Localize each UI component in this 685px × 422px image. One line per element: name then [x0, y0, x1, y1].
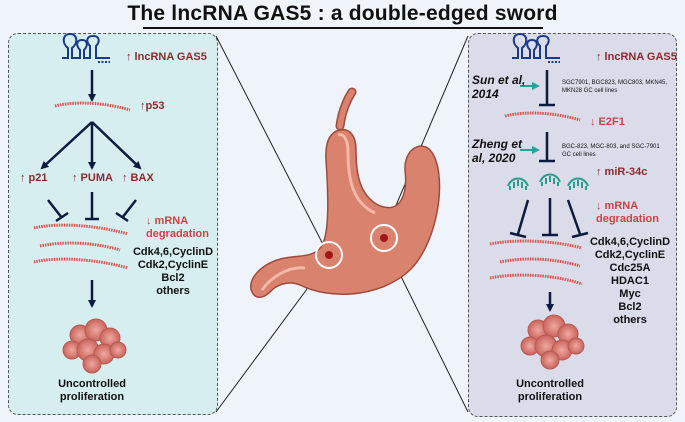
left-gene-list: Cdk4,6,CyclinD Cdk2,CyclinE Bcl2 others [130, 246, 216, 298]
left-gene-1: Cdk2,CyclinE [137, 259, 209, 271]
left-gene-2: Bcl2 [161, 272, 185, 284]
left-gas5-label: ↑ lncRNA GAS5 [126, 51, 207, 63]
right-mir34c-label: ↑ miR-34c [596, 166, 648, 178]
left-p21-label: ↑ p21 [20, 172, 48, 184]
inhibition-bars [47, 192, 137, 223]
citation-sun-line1: Sun et al, [472, 73, 526, 87]
right-mrna-label-2: degradation [596, 213, 659, 225]
cell-lines-2: BGC-823, MGC-803, and SGC-7901 GC cell l… [562, 143, 660, 159]
right-gas5-label: ↑ lncRNA GAS5 [596, 51, 677, 63]
citation-zheng: Zheng et al, 2020 [472, 137, 522, 165]
right-gene-0: Cdk4,6,CyclinD [589, 236, 671, 248]
citation-zheng-line2: al, 2020 [472, 151, 516, 165]
cell-lines-1: SGC7901, BGC823, MGC803, MKN45, MKN28 GC… [562, 79, 667, 95]
left-mrna-label-2: degradation [146, 228, 209, 240]
cell-lines-1-line1: SGC7901, BGC823, MGC803, MKN45, [562, 80, 668, 86]
right-gene-5: Bcl2 [618, 301, 642, 313]
stomach-icon [250, 87, 441, 298]
right-gene-list: Cdk4,6,CyclinD Cdk2,CyclinE Cdc25A HDAC1… [586, 236, 674, 327]
mrna-strand-icon [54, 101, 131, 112]
mrna-strand-icon [504, 111, 581, 122]
lncrna-hairpin-icon [62, 32, 110, 63]
left-p53-label: ↑p53 [140, 100, 165, 112]
left-mrna-label-1: ↓ mRNA [146, 215, 189, 227]
right-outcome: Uncontrolled proliferation [498, 378, 602, 404]
citation-sun: Sun et al, 2014 [472, 73, 525, 101]
right-outcome-line1: Uncontrolled [516, 378, 584, 390]
left-outcome: Uncontrolled proliferation [40, 378, 144, 404]
cell-lines-1-line2: MKN28 GC cell lines [562, 88, 618, 94]
title-underline [143, 27, 543, 29]
right-gene-3: HDAC1 [611, 275, 649, 287]
lncrna-hairpin-icon [512, 32, 560, 63]
cell-lines-2-line2: GC cell lines [562, 152, 596, 158]
inhibition-bars [509, 198, 589, 239]
citation-zheng-line1: Zheng et [472, 137, 522, 151]
left-outcome-line2: proliferation [59, 391, 125, 403]
left-outcome-line1: Uncontrolled [58, 378, 126, 390]
left-gene-0: Cdk4,6,CyclinD [132, 246, 214, 258]
figure-title: The lncRNA GAS5 : a double-edged sword [127, 2, 558, 25]
left-puma-label: ↑ PUMA [72, 172, 113, 184]
left-gene-3: others [156, 285, 190, 297]
right-gene-6: others [613, 314, 647, 326]
tumor-cell-cluster-icon [62, 318, 127, 374]
right-outcome-line2: proliferation [517, 391, 583, 403]
left-bax-label: ↑ BAX [122, 172, 154, 184]
right-mrna-label-1: ↓ mRNA [596, 200, 639, 212]
right-gene-1: Cdk2,CyclinE [594, 249, 666, 261]
right-gene-2: Cdc25A [609, 262, 651, 274]
cell-lines-2-line1: BGC-823, MGC-803, and SGC-7901 [562, 144, 660, 150]
tumor-cell-cluster-icon [520, 314, 585, 370]
mirna-hairpin-icon [507, 173, 589, 190]
citation-sun-line2: 2014 [472, 87, 499, 101]
right-e2f1-label: ↓ E2F1 [590, 116, 625, 128]
right-gene-4: Myc [619, 288, 641, 300]
